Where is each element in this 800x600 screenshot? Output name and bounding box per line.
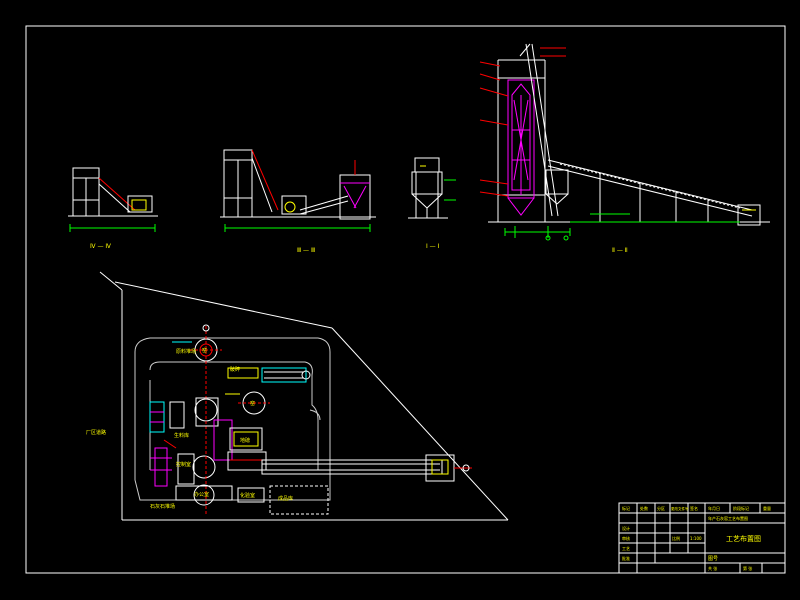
title-scale-label: 比例 <box>672 535 680 541</box>
title-sheet-current: 第 张 <box>743 565 752 571</box>
plan-label-kiln-right: 窑 <box>250 400 255 407</box>
title-row-process: 工艺 <box>622 546 630 551</box>
drawing-frame-outer <box>25 25 786 574</box>
elevation-section-3 <box>220 149 376 232</box>
plan-label-control: 控制室 <box>176 461 191 468</box>
title-row-design: 设计 <box>622 525 630 531</box>
elevation-section-2 <box>479 43 770 241</box>
plan-label-warehouse: 成品库 <box>278 495 293 502</box>
plan-label-storage: 原料堆场 <box>176 348 196 355</box>
title-right-stage: 阶段标记 <box>733 505 749 511</box>
title-right-weight: 重量 <box>763 505 771 511</box>
section-label-2: Ⅱ — Ⅱ <box>612 247 628 254</box>
section-label-4: Ⅳ — Ⅳ <box>90 243 111 250</box>
plan-label-road: 厂区道路 <box>86 429 106 436</box>
plan-label-bottom-left: 石灰石堆场 <box>150 503 175 510</box>
elevation-section-4 <box>68 167 158 232</box>
elevation-section-1 <box>408 157 456 219</box>
title-header-2: 处数 <box>640 505 648 511</box>
plan-label-office: 办公室 <box>194 491 209 498</box>
title-scale-value: 1:100 <box>690 536 702 541</box>
title-row-review: 审核 <box>622 535 630 541</box>
plan-label-kiln-top: 窑 <box>202 347 207 354</box>
title-header-4: 更改文件号 <box>671 506 689 511</box>
section-label-3: Ⅲ — Ⅲ <box>297 247 315 254</box>
title-header-6: 年月日 <box>708 505 720 511</box>
title-sheet-total: 共 张 <box>708 565 717 571</box>
title-project-line: 年产石灰窑工艺布置图 <box>708 515 748 521</box>
plan-label-lab: 化验室 <box>240 492 255 499</box>
plan-label-raw-meal: 生料库 <box>174 432 189 439</box>
section-label-1: Ⅰ — Ⅰ <box>426 243 440 250</box>
title-drawing-no: 图号 <box>708 556 718 562</box>
title-header-3: 分区 <box>657 505 665 511</box>
title-header-5: 签名 <box>690 505 698 511</box>
title-header-1: 标记 <box>622 505 630 511</box>
title-block <box>618 502 786 574</box>
site-plan <box>99 271 509 521</box>
title-row-approve: 批准 <box>622 555 630 561</box>
title-main: 工艺布置图 <box>726 534 761 543</box>
plan-label-scale: 地磅 <box>240 437 250 444</box>
plan-label-crusher: 破碎 <box>230 366 240 373</box>
